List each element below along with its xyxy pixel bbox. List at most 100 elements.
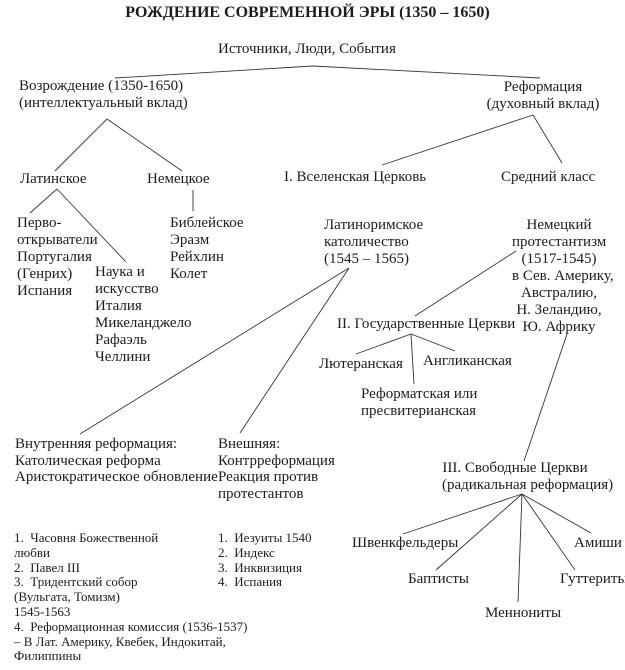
node-text-line: Меннониты — [485, 605, 562, 621]
edge-free_churches-to-baptists — [435, 493, 523, 571]
node-baptists: Баптисты — [408, 571, 469, 588]
node-text-line: III. Свободные Церкви — [442, 460, 588, 476]
node-text-line: Португалия — [17, 249, 92, 265]
node-text-line: Аристократическое обновление — [15, 469, 218, 485]
node-text-line: (Вульгата, Томизм) — [14, 589, 120, 605]
node-text-line: Англиканская — [423, 353, 512, 369]
edge-free_churches-to-schwenkfelders — [402, 493, 523, 535]
edge-latin-to-pioneers — [29, 188, 58, 214]
node-text-line: Амиши — [574, 535, 622, 551]
node-text-line: Внешняя: — [218, 436, 281, 452]
node-text-line: Наука и — [95, 264, 145, 280]
node-mennonites: Меннониты — [485, 605, 561, 622]
node-text-line: Филиппины — [14, 648, 82, 664]
node-text-line: Реформатская или — [361, 386, 478, 402]
node-universal-church: I. Вселенская Церковь — [284, 169, 426, 186]
edge-state_churches-to-reformed — [410, 333, 415, 385]
node-text-line: Средний класс — [501, 169, 596, 185]
node-text-line: 4. Реформационная комиссия (1536-1537) — [14, 618, 248, 634]
node-text-line: Ю. Африку — [522, 319, 596, 335]
node-text-line: (духовный вклад) — [486, 96, 600, 112]
node-text-line: 4. Испания — [218, 574, 283, 590]
node-text-line: 3. Инквизиция — [218, 559, 302, 575]
node-text-line: Латинское — [20, 171, 87, 187]
node-text-line: Испания — [17, 283, 73, 299]
node-anglican: Англиканская — [423, 353, 512, 370]
node-text-line: Колет — [170, 266, 208, 282]
node-reformation: Реформация(духовный вклад) — [482, 79, 604, 113]
node-text-line: любви — [14, 544, 50, 560]
edge-reformation-to-universal_church — [381, 114, 534, 166]
edge-renaissance-to-latin — [54, 118, 108, 172]
edge-free_churches-to-mennonites — [517, 493, 523, 603]
edge-german_protestantism-to-state_churches — [414, 250, 517, 317]
node-text-line: I. Вселенская Церковь — [284, 169, 427, 185]
edge-latin_roman_catholicism-to-external_reformation — [239, 267, 350, 434]
node-sources-people-events: Источники, Люди, События — [218, 41, 396, 57]
node-text-line: пресвитерианская — [361, 403, 477, 419]
node-free-churches: III. Свободные Церкви(радикальная реформ… — [442, 460, 614, 494]
node-text-line: (1517-1545) — [521, 251, 597, 267]
node-schwenkfelders: Швенкфельдеры — [352, 535, 458, 552]
node-text-line: Немецкое — [147, 171, 210, 187]
edge-german_protestantism-to-free_churches — [523, 333, 568, 462]
node-latin: Латинское — [20, 171, 87, 188]
node-middle-class: Средний класс — [501, 169, 595, 186]
node-text-line: Рейхлин — [170, 249, 224, 265]
node-text-line: Внутренняя реформация: — [15, 436, 178, 452]
edge-reformation-to-middle_class — [532, 114, 563, 164]
node-text-line: Гуттериты — [560, 571, 625, 587]
node-text-line: 2. Павел III — [14, 559, 80, 575]
node-text-line: искусство — [95, 281, 159, 297]
node-text-line: Австралию, — [521, 285, 597, 301]
edge-free_churches-to-hutterites — [521, 493, 576, 571]
node-german: Немецкое — [147, 171, 210, 188]
node-text-line: протестантов — [218, 485, 304, 502]
node-text-line: – В Лат. Америку, Квебек, Индокитай, — [14, 633, 226, 649]
edge-latin-to-science_art — [56, 188, 127, 263]
node-text-line: Эразм — [170, 232, 210, 248]
edge-free_churches-to-amish — [521, 493, 592, 534]
node-text-line: 1. Иезуиты 1540 — [218, 530, 312, 545]
node-text-line: Латиноримское — [324, 217, 424, 233]
node-internal-reformation: Внутренняя реформация:Католическая рефор… — [15, 436, 218, 486]
node-text-line: 2. Индекс — [218, 544, 275, 560]
node-text-line: Библейское — [170, 215, 244, 231]
node-text-line: 3. Тридентский собор — [14, 574, 138, 590]
node-text-line: в Сев. Америку, — [512, 268, 614, 284]
node-state-churches: II. Государственные Церкви — [337, 316, 515, 333]
node-text-line: Реформация — [503, 79, 583, 95]
page-title: РОЖДЕНИЕ СОВРЕМЕННОЙ ЭРЫ (1350 – 1650) — [125, 4, 490, 21]
node-text-line: Микеланджело — [95, 315, 192, 331]
node-text-line: Баптисты — [408, 571, 469, 587]
node-text-line: Реакция против — [218, 469, 319, 485]
node-renaissance: Возрождение (1350-1650)(интеллектуальный… — [19, 78, 188, 112]
node-amish: Амиши — [574, 535, 622, 552]
node-text-line: Лютеранская — [319, 356, 403, 372]
node-text-line: Перво- — [17, 215, 62, 231]
node-text-line: (1545 – 1565) — [324, 251, 409, 267]
node-text-line: II. Государственные Церкви — [337, 316, 516, 332]
node-text-line: католичество — [324, 234, 409, 250]
node-text-line: Челлини — [95, 349, 151, 365]
node-text-line: Италия — [95, 298, 142, 314]
node-text-line: протестантизм — [512, 234, 607, 250]
node-text-line: Католическая реформа — [15, 452, 161, 469]
edge-root-to-renaissance — [114, 65, 314, 79]
node-text-line: (Генрих) — [17, 266, 73, 282]
edge-renaissance-to-german — [106, 118, 183, 172]
edge-root-to-reformation — [312, 65, 541, 79]
node-text-line: (радикальная реформация) — [442, 477, 614, 493]
node-text-line: Швенкфельдеры — [352, 535, 459, 551]
node-text-line: открыватели — [17, 232, 98, 248]
node-text-line: Рафаэль — [95, 332, 147, 348]
